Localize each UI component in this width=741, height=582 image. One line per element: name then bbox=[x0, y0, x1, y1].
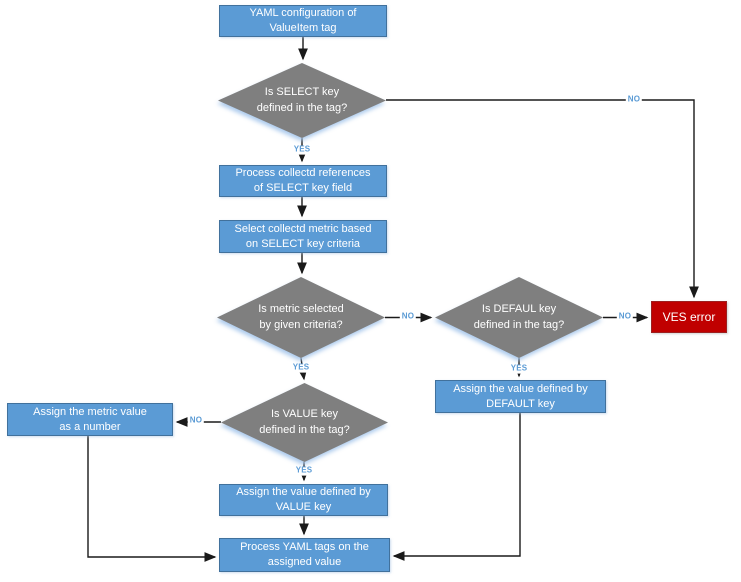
decision-default-key: Is DEFAUL key defined in the tag? bbox=[435, 277, 603, 358]
node-ves-error: VES error bbox=[651, 301, 727, 333]
edge-label-default-no: NO bbox=[616, 311, 634, 322]
edge-label-select-yes: YES bbox=[291, 144, 313, 155]
edge-select-no bbox=[386, 99, 699, 299]
decision-metric-selected-shape: Is metric selected by given criteria? bbox=[217, 277, 385, 358]
edge-assign-metric-to-process bbox=[87, 436, 217, 562]
decision-select-key-shape: Is SELECT key defined in the tag? bbox=[218, 63, 386, 138]
edge-label-metric-yes: YES bbox=[290, 362, 312, 373]
node-assign-metric: Assign the metric value as a number bbox=[7, 403, 173, 436]
edge-label-default-yes: YES bbox=[508, 363, 530, 374]
node-select-metric: Select collectd metric based on SELECT k… bbox=[219, 220, 387, 253]
decision-value-key-shape: Is VALUE key defined in the tag? bbox=[221, 383, 388, 462]
node-start: YAML configuration of ValueItem tag bbox=[219, 5, 387, 37]
edge-label-select-no: NO bbox=[625, 94, 643, 105]
edge-assign-default-to-process bbox=[392, 413, 521, 561]
node-assign-value: Assign the value defined by VALUE key bbox=[219, 484, 388, 516]
decision-default-key-shape: Is DEFAUL key defined in the tag? bbox=[435, 277, 603, 358]
edge-label-metric-no: NO bbox=[399, 311, 417, 322]
decision-value-key: Is VALUE key defined in the tag? bbox=[221, 383, 388, 462]
node-assign-default: Assign the value defined by DEFAULT key bbox=[435, 380, 606, 413]
edge-label-value-no: NO bbox=[187, 415, 205, 426]
edge-label-value-yes: YES bbox=[293, 465, 315, 476]
node-process-yaml: Process YAML tags on the assigned value bbox=[219, 538, 390, 572]
node-process-references: Process collectd references of SELECT ke… bbox=[219, 165, 387, 197]
decision-select-key: Is SELECT key defined in the tag? bbox=[218, 63, 386, 138]
decision-metric-selected: Is metric selected by given criteria? bbox=[217, 277, 385, 358]
